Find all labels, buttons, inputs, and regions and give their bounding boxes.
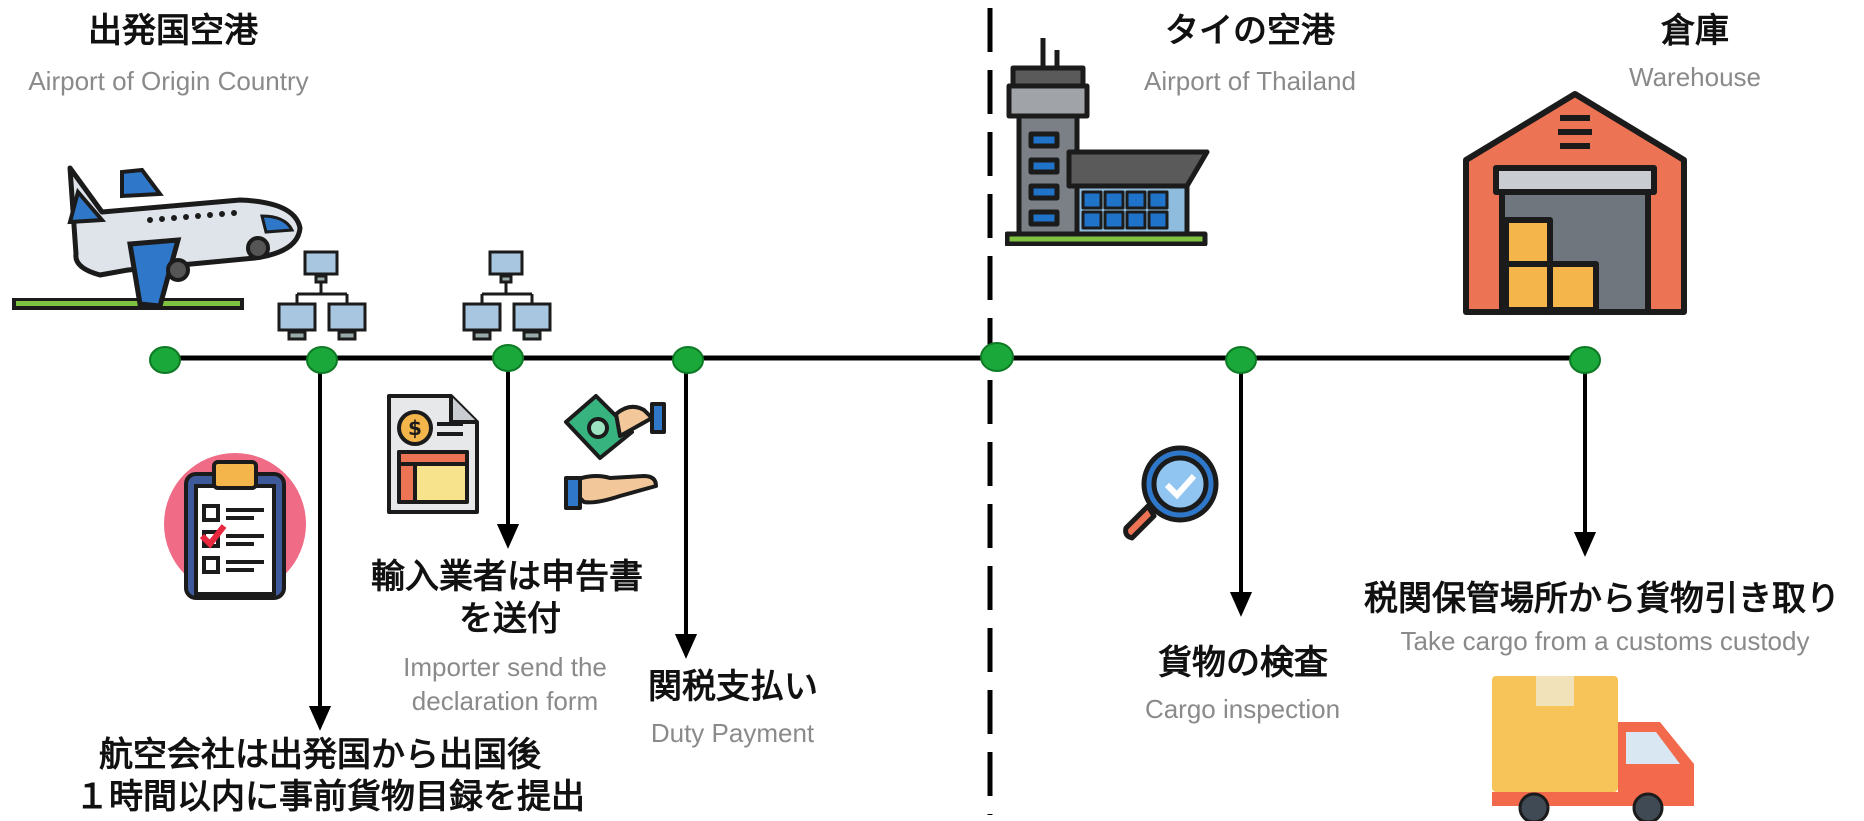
network-computers-icon-2 <box>462 250 552 341</box>
node-duty <box>672 346 704 374</box>
delivery-truck-icon <box>1492 676 1694 821</box>
manifest-label-line1: 航空会社は出発国から出国後 <box>99 735 541 775</box>
connector-duty <box>674 358 698 659</box>
declaration-en-line1: Importer send the <box>403 652 607 682</box>
invoice-document-icon: $ <box>387 394 479 514</box>
pickup-label: 税関保管場所から貨物引き取り <box>1364 579 1840 619</box>
node-origin <box>149 346 181 374</box>
node-pickup <box>1569 346 1601 374</box>
timeline-nodes <box>149 342 1601 374</box>
connector-manifest <box>308 358 332 731</box>
network-computers-icon-1 <box>277 250 367 341</box>
airplane-icon <box>12 165 303 310</box>
declaration-label-line2: を送付 <box>459 599 561 639</box>
warehouse-title: 倉庫 <box>1661 11 1729 51</box>
node-manifest <box>306 346 338 374</box>
magnifier-check-icon <box>1123 445 1219 541</box>
node-declaration <box>492 344 524 372</box>
node-border <box>980 342 1014 372</box>
thailand-subtitle: Airport of Thailand <box>1144 66 1356 96</box>
warehouse-subtitle: Warehouse <box>1629 62 1761 92</box>
node-inspection <box>1225 346 1257 374</box>
checklist-icon <box>164 453 306 600</box>
inspection-label: 貨物の検査 <box>1158 643 1328 683</box>
origin-title: 出発国空港 <box>88 11 258 51</box>
warehouse-icon <box>1463 91 1687 315</box>
declaration-label-line1: 輸入業者は申告書 <box>371 557 643 597</box>
manifest-label-line2: １時間以内に事前貨物目録を提出 <box>75 777 585 817</box>
duty-label: 関税支払い <box>648 667 818 707</box>
inspection-en: Cargo inspection <box>1144 694 1341 724</box>
pickup-en: Take cargo from a customs custody <box>1400 626 1810 656</box>
airport-tower-icon <box>1005 38 1210 246</box>
thailand-title: タイの空港 <box>1165 11 1335 51</box>
connector-inspection <box>1229 358 1253 617</box>
connector-pickup <box>1573 358 1597 557</box>
declaration-en-line2: declaration form <box>411 686 599 716</box>
connector-declaration <box>496 358 520 549</box>
origin-subtitle: Airport of Origin Country <box>28 66 309 96</box>
money-handover-icon <box>564 394 666 510</box>
duty-en: Duty Payment <box>650 718 815 748</box>
svg-text:$: $ <box>408 416 422 440</box>
